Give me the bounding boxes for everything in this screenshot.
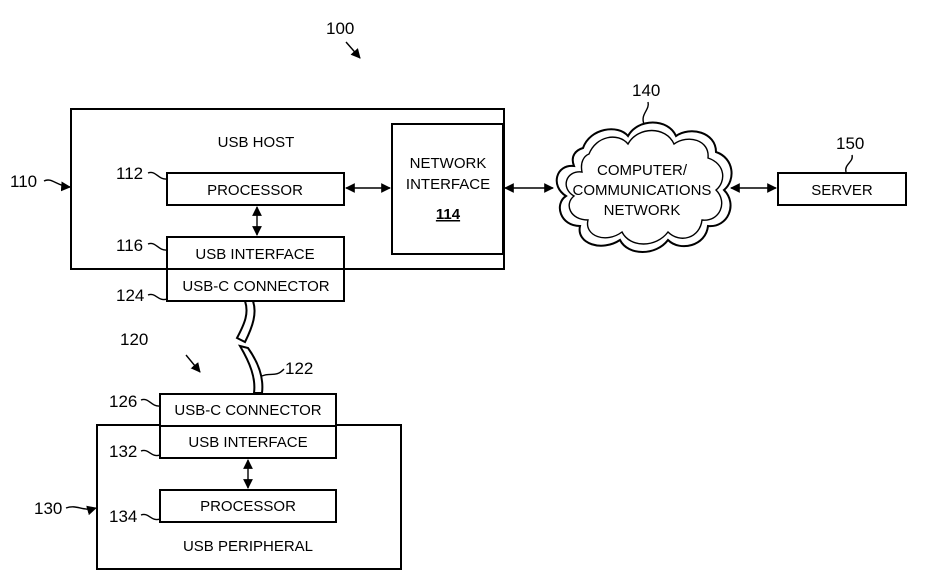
- server-box: [777, 172, 907, 206]
- network-line2: COMMUNICATIONS: [573, 182, 712, 199]
- network-cloud-inner: [565, 129, 724, 245]
- ref-150-leader: [845, 154, 853, 173]
- peripheral-processor-box: [159, 489, 337, 523]
- network-interface-line1: NETWORK: [410, 155, 487, 172]
- network-line3: NETWORK: [604, 202, 681, 219]
- ref-122-leader: [261, 368, 285, 377]
- host-processor-label: PROCESSOR: [207, 182, 303, 199]
- ref-100-arrow: [345, 41, 361, 59]
- ref-126: 126: [109, 392, 137, 411]
- network-line1: COMPUTER/: [597, 162, 688, 179]
- ref-132: 132: [109, 442, 137, 461]
- cable-lower-segment: [237, 344, 264, 394]
- host-usb-interface-label: USB INTERFACE: [195, 246, 314, 263]
- peripheral-processor-label: PROCESSOR: [200, 498, 296, 515]
- peripheral-usbc-connector-label: USB-C CONNECTOR: [174, 402, 321, 419]
- usb-host-label: USB HOST: [218, 134, 295, 151]
- ref-126-leader: [140, 398, 161, 407]
- server-label: SERVER: [811, 182, 873, 199]
- ref-100: 100: [326, 19, 354, 38]
- peripheral-usbc-connector-box: [159, 393, 337, 427]
- host-usbc-connector-label: USB-C CONNECTOR: [182, 278, 329, 295]
- ref-112-leader: [147, 171, 168, 180]
- ref-124-leader: [147, 293, 168, 301]
- ref-132-leader: [140, 449, 161, 457]
- ref-114: 114: [436, 206, 461, 223]
- host-processor-box: [166, 172, 345, 206]
- ref-130-leader: [65, 505, 97, 516]
- network-interface-line2: INTERFACE: [406, 176, 490, 193]
- ref-122: 122: [285, 359, 313, 378]
- ref-116-leader: [147, 242, 168, 251]
- ref-140-leader: [642, 101, 649, 125]
- peripheral-usb-interface-box: [159, 425, 337, 459]
- ref-120-arrow: [185, 354, 201, 373]
- ref-134-leader: [140, 513, 161, 521]
- ref-116: 116: [116, 236, 143, 255]
- cable-upper-segment: [235, 300, 256, 344]
- ref-110: 110: [10, 172, 37, 191]
- host-usbc-connector-box: [166, 268, 345, 302]
- ref-112: 112: [116, 164, 143, 183]
- network-interface-box: [391, 123, 504, 255]
- ref-150: 150: [836, 134, 864, 153]
- ref-124: 124: [116, 286, 144, 305]
- ref-130: 130: [34, 499, 62, 518]
- ref-140: 140: [632, 81, 660, 100]
- ref-110-leader: [43, 179, 71, 192]
- ref-134: 134: [109, 507, 137, 526]
- peripheral-usb-interface-label: USB INTERFACE: [188, 434, 307, 451]
- ref-120: 120: [120, 330, 148, 349]
- usb-peripheral-label: USB PERIPHERAL: [183, 538, 313, 555]
